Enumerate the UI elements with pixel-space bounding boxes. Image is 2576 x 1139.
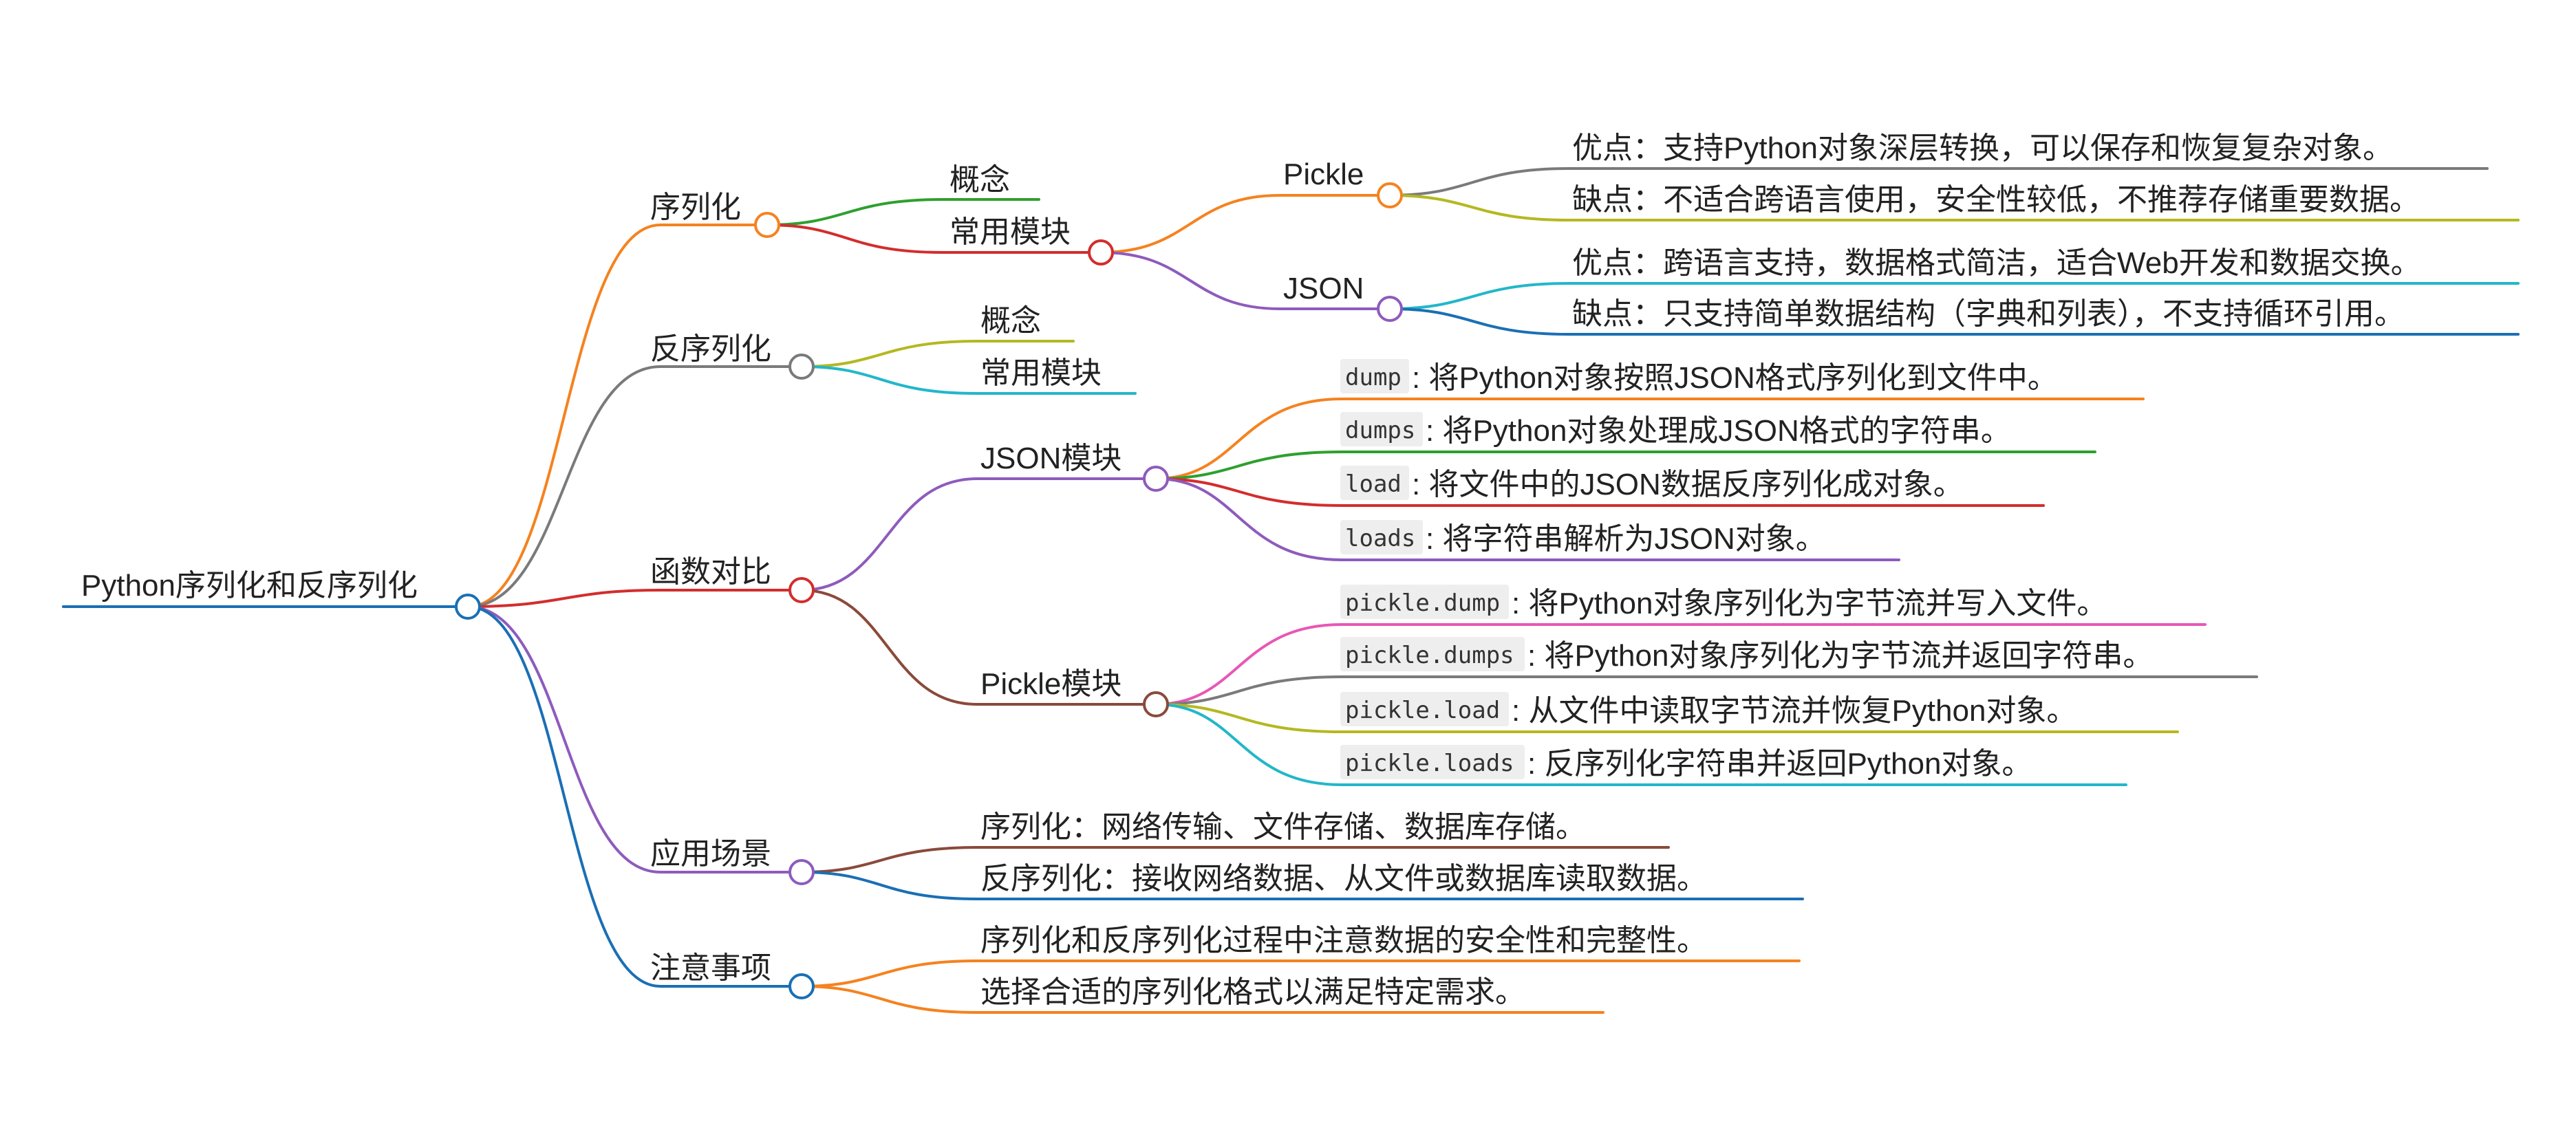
connector-pickle-load [1155,703,1343,733]
deser-modules-label: 常用模块 [980,356,1102,390]
connector-compare-pickle [800,589,1157,706]
code-text: pickle.dumps [1345,642,1514,669]
connector-ser-modules [766,224,1102,254]
item-description: : 将字符串解析为JSON对象。 [1426,522,1826,556]
ser-modules-label: 常用模块 [949,215,1071,249]
connector-modules-pickle [1099,194,1391,254]
connector-ser-concept [766,198,1040,226]
code-text: dumps [1345,417,1415,444]
connector-root-serialization [466,224,769,608]
connector-pickle-pro [1388,167,1570,197]
pickle-module-label: Pickle模块 [980,667,1121,701]
notes-label: 注意事项 [650,951,771,985]
deserialization-label: 反序列化 [650,332,771,366]
ser-concept-label: 概念 [949,163,1010,197]
connector-scenario-2 [800,871,978,900]
connector-note-1 [800,959,978,988]
code-chip [1340,520,1423,554]
connector-json-loads [1155,477,1343,561]
connector-modules-json [1099,251,1391,310]
scenario-item-1: 序列化：网络传输、文件存储、数据库存储。 [980,810,1586,844]
connector-compare-json [800,477,1157,592]
code-chip [1340,466,1409,500]
scenarios-node-dot[interactable] [788,859,815,885]
underlines [62,167,2520,1014]
json-node-dot[interactable] [1377,296,1403,322]
connector-root-notes [466,605,803,988]
pickle-item-dump: pickle.dump : 将Python对象序列化为字节流并写入文件。 [1340,585,2107,620]
pickle-node-dot[interactable] [1377,182,1403,208]
connector-json-load [1155,477,1343,507]
serialization-node-dot[interactable] [754,212,780,238]
connector-deser-modules [800,365,1137,395]
json-item-loads: loads : 将字符串解析为JSON对象。 [1340,520,1826,556]
compare-label: 函数对比 [650,555,771,589]
pickle-module-node-dot[interactable] [1143,691,1169,717]
json-module-node-dot[interactable] [1143,466,1169,492]
root-node-dot[interactable] [455,594,481,620]
connector-pickle-dump [1155,623,1343,706]
scenarios-label: 应用场景 [650,837,771,871]
connector-root-compare [466,589,803,608]
json-label: JSON [1283,272,1364,305]
code-text: dump [1345,364,1402,391]
code-text: loads [1345,525,1415,552]
pickle-con-text: 缺点：不适合跨语言使用，安全性较低，不推荐存储重要数据。 [1572,183,2420,217]
connector-root-scenarios [466,605,803,874]
deserialization-node-dot[interactable] [788,354,815,380]
connector-scenario-1 [800,846,978,874]
root-label: Python序列化和反序列化 [81,569,418,603]
connector-deser-concept [800,340,1075,368]
code-text: pickle.load [1345,697,1500,724]
json-item-load: load : 将文件中的JSON数据反序列化成对象。 [1340,466,1964,501]
item-description: : 将Python对象按照JSON格式序列化到文件中。 [1412,361,2058,395]
connectors [466,167,1570,1014]
scenario-item-2: 反序列化：接收网络数据、从文件或数据库读取数据。 [980,862,1707,896]
note-item-2: 选择合适的序列化格式以满足特定需求。 [980,975,1525,1009]
pickle-label: Pickle [1283,158,1364,191]
code-chip [1340,585,1509,619]
connector-pickle-loads [1155,703,1343,786]
json-pro-text: 优点：跨语言支持，数据格式简洁，适合Web开发和数据交换。 [1572,246,2421,280]
connector-json-pro [1388,282,1570,310]
connector-pickle-dumps [1155,675,1343,706]
code-text: pickle.dump [1345,589,1500,617]
connector-pickle-con [1388,194,1570,221]
item-description: : 将Python对象序列化为字节流并返回字符串。 [1527,639,2153,673]
item-description: : 将Python对象处理成JSON格式的字符串。 [1426,414,2011,448]
item-description: : 从文件中读取字节流并恢复Python对象。 [1512,694,2076,728]
pickle-pro-text: 优点：支持Python对象深层转换，可以保存和恢复复杂对象。 [1572,131,2393,165]
pickle-item-load: pickle.load : 从文件中读取字节流并恢复Python对象。 [1340,692,2076,728]
ser-modules-node-dot[interactable] [1088,239,1114,265]
code-chip [1340,359,1409,393]
deser-concept-label: 概念 [980,304,1041,338]
node-dots [455,182,1403,999]
connector-json-dumps [1155,451,1343,480]
code-chip [1340,637,1525,671]
connector-root-deserialization [466,365,803,608]
connector-json-dump [1155,398,1343,480]
notes-node-dot[interactable] [788,973,815,999]
compare-node-dot[interactable] [788,577,815,603]
item-description: : 将文件中的JSON数据反序列化成对象。 [1412,468,1964,501]
labels: Python序列化和反序列化 序列化 概念 常用模块 Pickle JSON 优… [81,131,2421,1009]
pickle-item-dumps: pickle.dumps : 将Python对象序列化为字节流并返回字符串。 [1340,637,2153,673]
code-chip [1340,745,1525,779]
note-item-1: 序列化和反序列化过程中注意数据的安全性和完整性。 [980,924,1707,957]
connector-json-con [1388,307,1570,336]
connector-note-2 [800,985,978,1014]
pickle-item-loads: pickle.loads : 反序列化字符串并返回Python对象。 [1340,745,2032,781]
code-text: load [1345,470,1402,498]
code-text: pickle.loads [1345,750,1514,777]
json-item-dump: dump : 将Python对象按照JSON格式序列化到文件中。 [1340,359,2058,395]
serialization-label: 序列化 [650,191,741,224]
json-con-text: 缺点：只支持简单数据结构（字典和列表），不支持循环引用。 [1572,297,2405,331]
json-item-dumps: dumps : 将Python对象处理成JSON格式的字符串。 [1340,412,2011,448]
json-module-label: JSON模块 [980,442,1121,475]
item-description: : 将Python对象序列化为字节流并写入文件。 [1512,587,2107,620]
item-description: : 反序列化字符串并返回Python对象。 [1527,747,2032,781]
code-chip [1340,692,1509,726]
code-chip [1340,412,1423,446]
